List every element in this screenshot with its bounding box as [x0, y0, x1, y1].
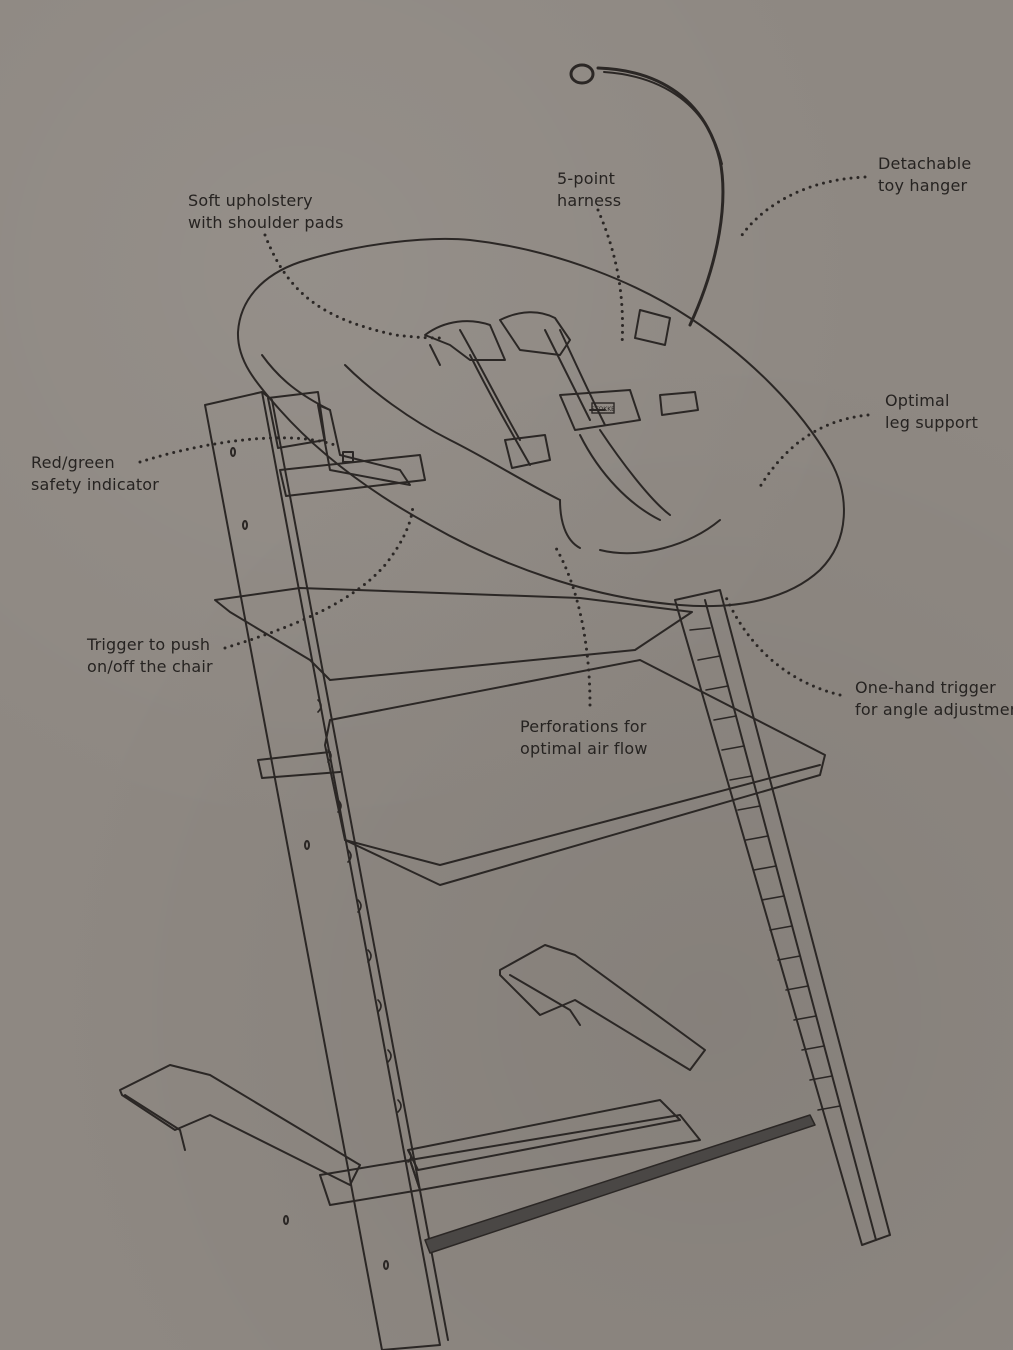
newborn-shell: [236, 237, 845, 608]
callout-toy-hanger: Detachable toy hanger: [878, 153, 971, 197]
leader-toy-hanger: [740, 175, 867, 237]
callout-soft-upholstery-line1: Soft upholstery: [188, 191, 313, 210]
foot-plate: [324, 659, 826, 886]
callout-soft-upholstery-line2: with shoulder pads: [188, 213, 344, 232]
leader-safety: [138, 436, 337, 464]
callout-leg-support-line2: leg support: [885, 413, 979, 432]
callout-angle-trigger-line1: One-hand trigger: [855, 678, 996, 697]
callout-leg-support: Optimal leg support: [885, 390, 978, 434]
leader-leg-support: [756, 413, 870, 492]
callout-safety-indicator-line2: safety indicator: [31, 475, 160, 494]
callout-safety-indicator: Red/green safety indicator: [31, 452, 159, 496]
callout-soft-upholstery: Soft upholstery with shoulder pads: [188, 190, 344, 234]
callout-trigger-push: Trigger to push on/off the chair: [87, 634, 213, 678]
footrest-bar: [424, 1114, 816, 1254]
callout-trigger-push-line2: on/off the chair: [87, 657, 213, 676]
leader-angle: [723, 593, 842, 697]
callout-angle-trigger-line2: for angle adjustment: [855, 700, 1013, 719]
leader-harness: [596, 208, 624, 347]
seat-plate: [214, 587, 693, 681]
callout-perforations-line1: Perforations for: [520, 717, 647, 736]
callout-harness: 5-point harness: [557, 168, 621, 212]
left-leg: [204, 391, 441, 1350]
callout-harness-line1: 5-point: [557, 169, 616, 188]
leader-soft-upholstery: [263, 233, 442, 340]
callout-perforations: Perforations for optimal air flow: [520, 716, 648, 760]
callout-angle-trigger: One-hand trigger for angle adjustment: [855, 677, 1013, 721]
callout-harness-line2: harness: [557, 191, 622, 210]
callout-perforations-line2: optimal air flow: [520, 739, 648, 758]
leader-perforations: [554, 546, 592, 707]
callout-safety-indicator-line1: Red/green: [31, 453, 115, 472]
leader-trigger: [223, 503, 415, 650]
callout-toy-hanger-line1: Detachable: [878, 154, 972, 173]
callout-leg-support-line1: Optimal: [885, 391, 950, 410]
callout-trigger-push-line1: Trigger to push: [87, 635, 211, 654]
right-leg: [674, 589, 891, 1246]
brand-mark: STOKKE: [591, 406, 615, 413]
callout-toy-hanger-line2: toy hanger: [878, 176, 968, 195]
